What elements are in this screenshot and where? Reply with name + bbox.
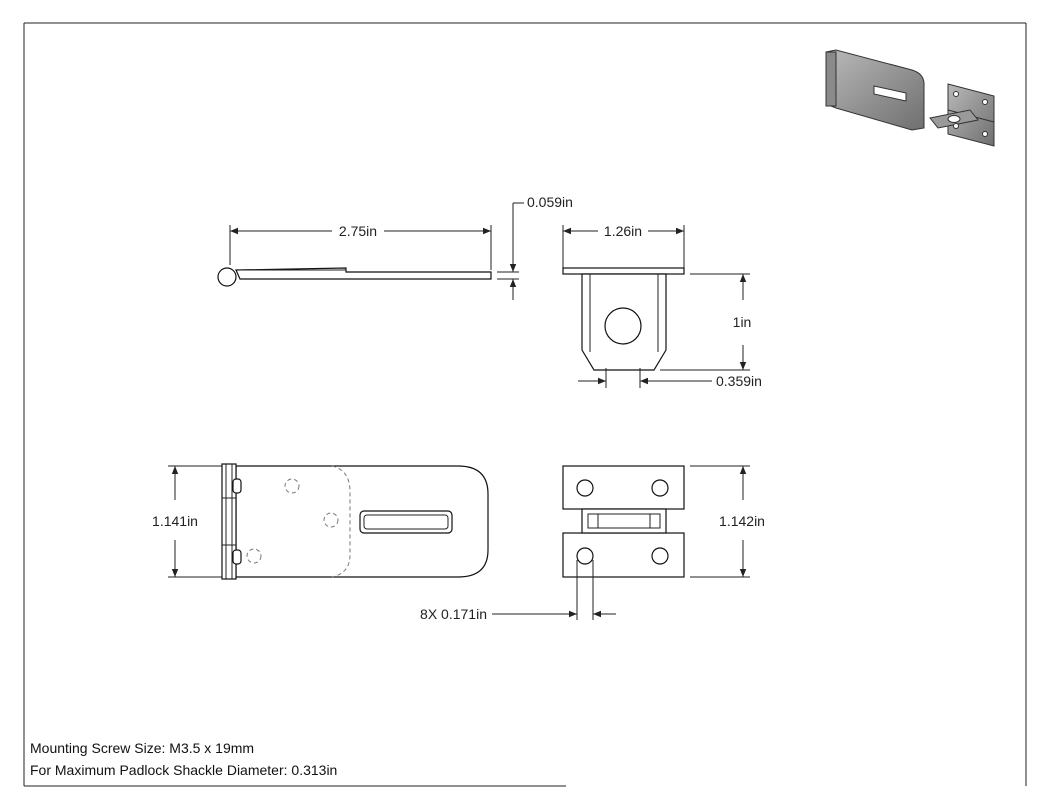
dim-holes: 8X 0.171in	[420, 606, 487, 622]
hasp-side-view: 2.75in 0.059in	[217, 194, 573, 300]
dim-staple-width: 1.26in	[604, 223, 642, 239]
isometric-thumbnail	[825, 49, 995, 147]
note-shackle-diameter: For Maximum Padlock Shackle Diameter: 0.…	[30, 762, 338, 778]
dim-staple-loop: 0.359in	[716, 373, 762, 389]
dim-plate-height: 1.142in	[719, 513, 765, 529]
dim-length: 2.75in	[339, 223, 377, 239]
staple-plate-view: 1.142in 8X 0.171in	[420, 465, 765, 622]
dim-hasp-width: 1.141in	[152, 513, 198, 529]
drawing-frame	[23, 22, 1027, 787]
dim-thickness: 0.059in	[527, 194, 573, 210]
staple-front-view: 1.26in 1in 0.359in	[562, 223, 762, 389]
note-screw-size: Mounting Screw Size: M3.5 x 19mm	[30, 740, 255, 756]
hasp-front-view: 1.141in	[152, 463, 489, 580]
dim-staple-height: 1in	[733, 314, 752, 330]
